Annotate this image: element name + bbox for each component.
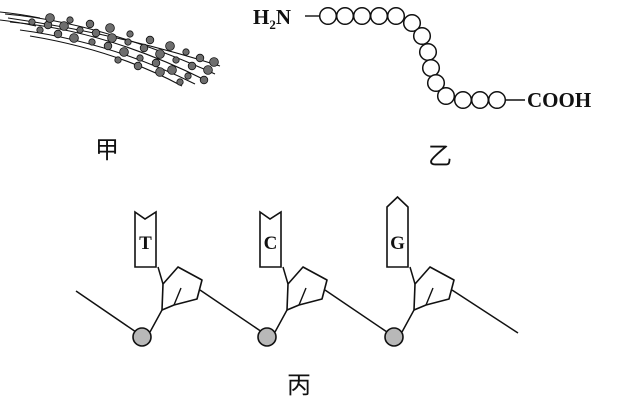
label-bing: 丙 — [287, 371, 311, 399]
nucleosome-bead — [136, 54, 144, 62]
nucleosome-bead — [69, 33, 79, 43]
c-terminus-label: COOH — [527, 88, 591, 112]
nucleosome-bead — [124, 38, 132, 46]
nucleosome-bead — [155, 67, 165, 77]
dna-strand-line — [0, 11, 41, 19]
nucleosome-bead — [155, 49, 165, 59]
dna-strand-line — [4, 13, 216, 75]
deoxyribose-sugar — [161, 266, 203, 311]
deoxyribose-sugar — [286, 266, 328, 311]
sugar-ring-edge — [425, 287, 434, 306]
nucleosome-bead — [167, 65, 177, 75]
nucleosome-bead — [88, 38, 96, 46]
amino-acid-residue — [426, 73, 446, 93]
nucleosome-bead — [165, 41, 175, 51]
amino-acid-residue — [318, 6, 338, 26]
amino-acid-residue — [369, 6, 389, 26]
nucleotide-g: G — [384, 195, 519, 347]
amino-acid-residue — [453, 90, 473, 110]
amino-acid-residue — [418, 42, 438, 62]
amino-acid-residue — [470, 90, 490, 110]
nucleosome-bead — [76, 26, 84, 34]
amino-acid-residue — [421, 58, 441, 78]
sugar-ring-edge — [173, 287, 182, 306]
nucleosome-bead — [105, 23, 115, 33]
backbone-bond — [75, 290, 137, 333]
phosphate-group — [257, 327, 277, 347]
nucleosome-bead — [195, 53, 205, 63]
glycosidic-bond — [409, 266, 416, 285]
nucleotide-t: T — [132, 210, 263, 347]
phosphate-group — [132, 327, 152, 347]
nucleosome-bead — [36, 26, 44, 34]
nitrogenous-base — [259, 210, 282, 268]
nucleosome-bead — [66, 16, 74, 24]
nucleosome-bead — [203, 65, 213, 75]
n-terminus-label: H2N — [253, 5, 291, 32]
phosphodiester-bond — [274, 309, 288, 333]
nucleosome-bead — [184, 72, 192, 80]
amino-acid-residue — [386, 6, 406, 26]
nucleosome-bead — [176, 78, 184, 86]
base-letter-g: G — [390, 233, 405, 254]
glycosidic-bond — [282, 266, 289, 285]
nucleosome-bead — [133, 61, 143, 71]
nucleosome-bead — [126, 30, 134, 38]
phosphate-group — [384, 327, 404, 347]
amino-acid-residue — [436, 86, 456, 106]
nucleotide-c: C — [257, 210, 388, 347]
label-yi: 乙 — [428, 142, 452, 170]
amino-acid-residue — [335, 6, 355, 26]
nucleosome-bead — [85, 19, 95, 29]
nucleosome-bead — [145, 35, 155, 45]
polypeptide-chain-figure: H2N COOH — [253, 5, 591, 112]
nucleosome-bead — [103, 41, 113, 51]
base-letter-c: C — [264, 233, 278, 254]
nucleosome-bead — [199, 75, 209, 85]
dna-strand-line — [29, 35, 183, 87]
amino-acid-residue — [412, 26, 432, 46]
nucleosome-bead — [91, 28, 101, 38]
nucleosome-bead — [209, 57, 219, 67]
nucleosome-bead — [107, 33, 117, 43]
nitrogenous-base — [134, 210, 157, 268]
dna-strand-line — [0, 19, 37, 27]
nucleosome-bead — [53, 29, 63, 39]
backbone-bond — [451, 289, 519, 334]
sugar-ring-edge — [298, 287, 307, 306]
nucleosome-bead — [172, 56, 180, 64]
nucleosome-bead — [45, 13, 55, 23]
amino-acid-residue — [402, 13, 422, 33]
backbone-bond — [324, 289, 388, 333]
label-jia: 甲 — [95, 136, 119, 164]
nitrogenous-base — [386, 195, 409, 268]
nucleosome-bead — [114, 56, 122, 64]
backbone-bond — [199, 289, 263, 333]
phosphodiester-bond — [401, 309, 415, 333]
deoxyribose-sugar — [413, 266, 455, 311]
chromatin-fiber-figure — [0, 11, 221, 87]
nucleosome-bead — [59, 21, 69, 31]
base-letter-t: T — [139, 233, 152, 254]
nucleosome-bead — [151, 58, 161, 68]
amino-acid-residue — [487, 90, 507, 110]
nucleosome-bead — [139, 43, 149, 53]
glycosidic-bond — [157, 266, 164, 285]
nucleosome-bead — [187, 61, 197, 71]
amino-acid-residue — [352, 6, 372, 26]
phosphodiester-bond — [149, 309, 163, 333]
nucleosome-bead — [182, 48, 190, 56]
nucleosome-bead — [119, 47, 129, 57]
